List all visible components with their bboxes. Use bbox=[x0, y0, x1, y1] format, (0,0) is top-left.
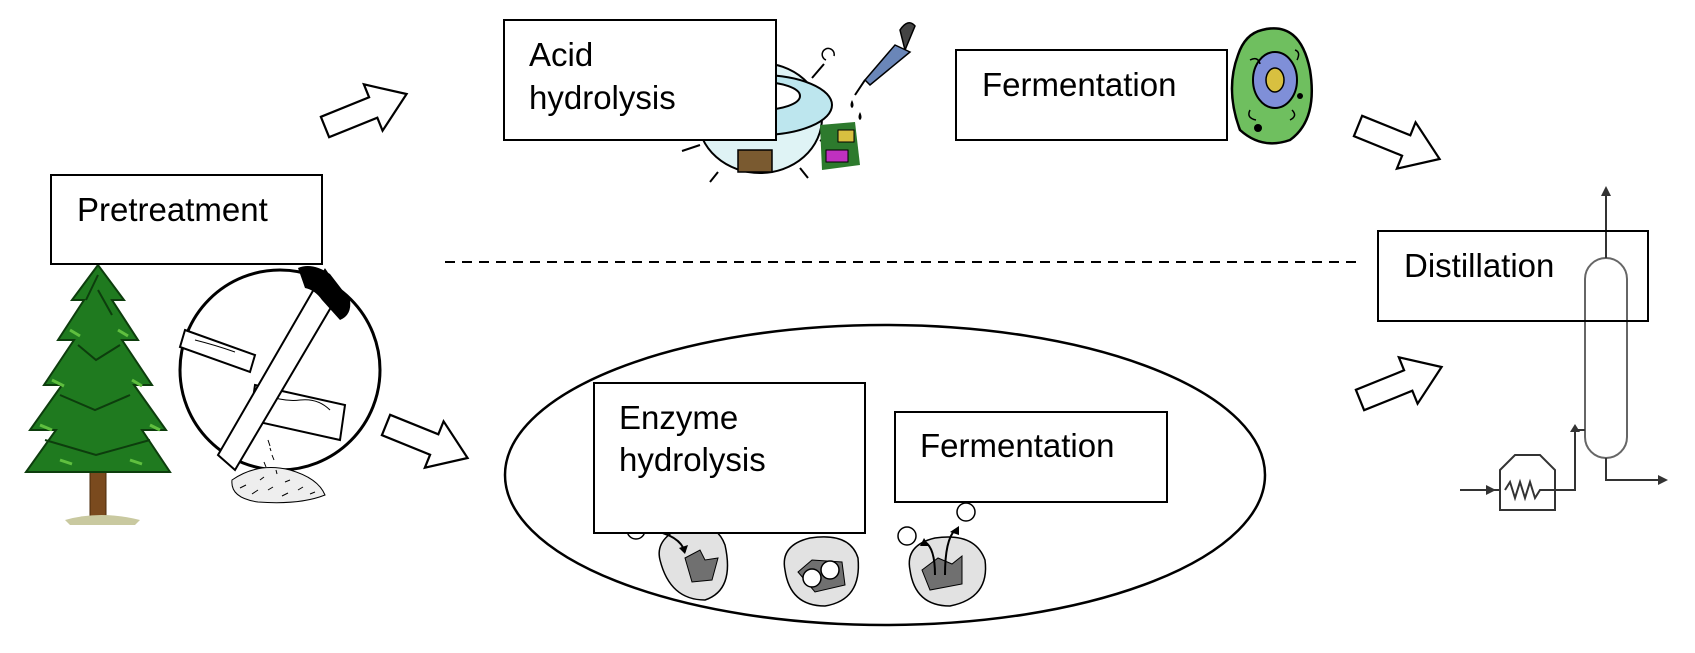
distillation-box bbox=[1377, 230, 1649, 322]
enzyme-hydrolysis-label-line1: Enzyme bbox=[619, 399, 739, 436]
yeast-cell-icon bbox=[1230, 27, 1314, 145]
fermentation-top-box bbox=[955, 49, 1228, 141]
enzyme-process-ellipse bbox=[503, 323, 1267, 627]
saw-wood-icon bbox=[178, 266, 382, 504]
arrow-to-distillation-top bbox=[1347, 101, 1451, 184]
enzyme-icon bbox=[626, 502, 987, 607]
fermentation-bottom-label: Fermentation bbox=[920, 427, 1115, 464]
pretreatment-box bbox=[50, 174, 323, 265]
arrow-to-acid bbox=[314, 69, 418, 152]
acid-hydrolysis-label-line2: hydrolysis bbox=[529, 79, 676, 116]
pretreatment-label: Pretreatment bbox=[77, 191, 268, 228]
acid-hydrolysis-label-line1: Acid bbox=[529, 36, 594, 73]
acid-hydrolysis-box bbox=[503, 19, 777, 141]
tree-icon bbox=[24, 263, 172, 525]
distillation-label: Distillation bbox=[1404, 247, 1555, 284]
arrow-to-distillation-bottom bbox=[1349, 342, 1453, 425]
fermentation-top-label: Fermentation bbox=[982, 66, 1177, 103]
distillation-column-icon bbox=[1460, 186, 1668, 511]
dropper-icon bbox=[850, 22, 916, 120]
enzyme-hydrolysis-box bbox=[593, 382, 866, 534]
fermentation-bottom-box bbox=[894, 411, 1168, 503]
arrow-to-enzyme bbox=[375, 400, 479, 483]
enzyme-hydrolysis-label-line2: hydrolysis bbox=[619, 441, 766, 478]
